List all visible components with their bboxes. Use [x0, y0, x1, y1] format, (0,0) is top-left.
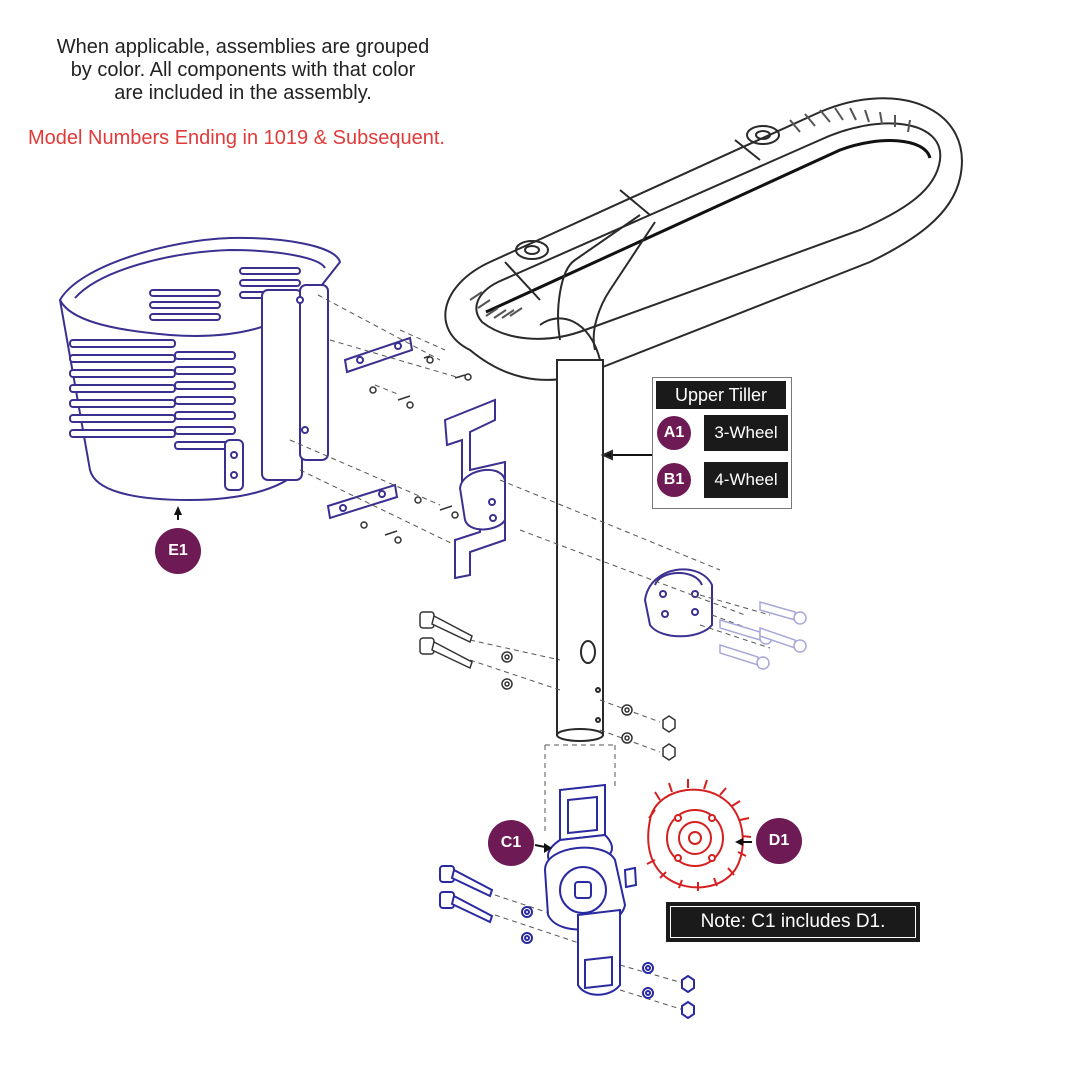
tube-clamp	[643, 568, 713, 638]
c1-note-text: Note: C1 includes D1.	[670, 906, 916, 938]
clamp-bolts	[719, 601, 807, 670]
basket-bracket	[326, 336, 506, 580]
upper-tiller-table: Upper Tiller A1 3-Wheel B1 4-Wheel	[652, 377, 792, 509]
tilt-hub	[646, 779, 752, 891]
assembly-note-line: are included in the assembly.	[114, 82, 372, 104]
callout-b1: B1	[657, 463, 691, 497]
pivot-block	[439, 783, 695, 1020]
handlebar	[444, 97, 963, 381]
callout-d1: D1	[756, 818, 802, 864]
assembly-note-line: When applicable, assemblies are grouped	[56, 36, 430, 58]
tiller-option-row: B1 4-Wheel	[656, 460, 788, 500]
basket	[58, 236, 342, 520]
upper-tiller-title: Upper Tiller	[656, 381, 786, 409]
callout-a1: A1	[657, 416, 691, 450]
tiller-option-label: 4-Wheel	[704, 462, 788, 498]
model-number-note: Model Numbers Ending in 1019 & Subsequen…	[28, 127, 445, 149]
callout-c1: C1	[488, 820, 534, 866]
c1-note: Note: C1 includes D1.	[666, 902, 920, 942]
tiller-option-row: A1 3-Wheel	[656, 413, 788, 453]
assembly-note: When applicable, assemblies are grouped …	[8, 36, 478, 105]
callout-e1: E1	[155, 528, 201, 574]
tiller-tube	[556, 359, 652, 742]
assembly-note-line: by color. All components with that color	[70, 59, 416, 81]
tiller-option-label: 3-Wheel	[704, 415, 788, 451]
fasteners	[360, 355, 676, 761]
